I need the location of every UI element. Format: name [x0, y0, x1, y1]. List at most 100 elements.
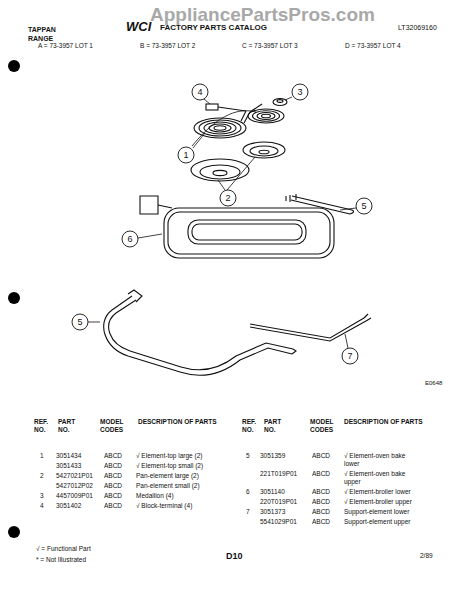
part-description: √ Element-top large (2) [136, 452, 228, 460]
element-terminal [286, 194, 296, 202]
part-description: Medallion (4) [136, 492, 228, 500]
part-number: 3051402 [56, 502, 81, 510]
catalog-logo: WCI [126, 19, 151, 35]
coil-turn [199, 120, 241, 136]
column-header: REF. NO. [34, 418, 56, 434]
model-lot: A = 73-3957 LOT 1 [38, 42, 93, 50]
model-codes: ABCD [312, 508, 330, 516]
coil-turn [262, 114, 271, 118]
part-number: 5541029P01 [260, 518, 297, 526]
element-terminal [292, 349, 296, 354]
element-loop [192, 224, 302, 240]
element-loop [168, 212, 330, 254]
callout-number: 1 [178, 149, 194, 161]
callout-circle [72, 314, 88, 330]
column-header: PART NO. [264, 418, 294, 434]
part-number: 3051434 [56, 452, 81, 460]
support-end [364, 314, 371, 321]
model-codes: ABCD [104, 472, 122, 480]
callout-circle [292, 84, 308, 100]
part-number: 3051433 [56, 462, 81, 470]
coil-turn [253, 111, 280, 121]
part-description: Pan-element large (2) [136, 472, 228, 480]
part-description: √ Element-broiler lower [344, 488, 422, 496]
coil-turn [214, 126, 226, 130]
part-description: √ Element-oven bake upper [344, 470, 422, 486]
element-loop [104, 296, 292, 375]
element-terminal [128, 290, 142, 302]
medallion-center [277, 100, 283, 103]
mounting-plate [140, 196, 158, 214]
element-loop [164, 208, 334, 258]
element-loop [188, 220, 306, 244]
catalog-title: FACTORY PARTS CATALOG [160, 23, 267, 33]
binder-hole [8, 526, 20, 538]
part-number: 5427021P01 [56, 472, 93, 480]
element-broiler [140, 196, 334, 258]
part-description: √ Element-broiler upper [344, 498, 422, 506]
pan-bowl [250, 146, 278, 156]
callout-number: 7 [342, 350, 358, 362]
part-number: 4457009P01 [56, 492, 93, 500]
column-header: MODEL CODES [100, 418, 132, 434]
leader-line [345, 334, 348, 348]
footnote: √ = Functional Part [36, 545, 91, 553]
callout-circle [356, 198, 372, 214]
column-header: DESCRIPTION OF PARTS [344, 418, 424, 426]
model-codes: ABCD [104, 492, 122, 500]
leader-line [227, 157, 255, 190]
part-number: 3051373 [260, 508, 285, 516]
terminal-wire [218, 107, 246, 111]
model-codes: ABCD [312, 452, 330, 460]
support-element [250, 314, 371, 341]
model-codes: ABCD [104, 482, 122, 490]
leader-line [192, 111, 256, 146]
support-rod [250, 318, 366, 341]
model-codes: ABCD [104, 462, 122, 470]
leader-line [88, 322, 100, 323]
element-oven-bake-lower [104, 290, 296, 375]
model-codes: ABCD [312, 498, 330, 506]
revision-date: 2/89 [420, 552, 433, 560]
model-codes: ABCD [312, 518, 330, 526]
medallion [273, 99, 287, 106]
callout-number: 3 [292, 86, 308, 98]
leader-line [218, 180, 225, 190]
part-description: √ Block-terminal (4) [136, 502, 228, 510]
leader-line [285, 97, 292, 100]
element-loop [109, 300, 293, 370]
model-lot: D = 73-3957 LOT 4 [345, 42, 401, 50]
callout-circle [122, 231, 138, 247]
model-codes: ABCD [104, 452, 122, 460]
callout-number: 4 [192, 86, 208, 98]
ref-number: 4 [40, 502, 44, 510]
brand-name: TAPPAN [28, 26, 56, 34]
binder-holes [8, 60, 20, 538]
callout-circle [178, 147, 194, 163]
pan-element-large [191, 159, 249, 181]
footnote: * = Not Illustrated [36, 556, 86, 564]
part-description: √ Element-oven bake lower [344, 452, 422, 468]
part-description: Support-element lower [344, 508, 422, 516]
callout-number: 2 [220, 192, 236, 204]
column-header: MODEL CODES [310, 418, 342, 434]
callout-number: 5 [72, 316, 88, 328]
ref-number: 2 [40, 472, 44, 480]
pan-bowl [200, 165, 240, 179]
figure-code: E0648 [425, 380, 442, 387]
element-lead [158, 205, 172, 208]
ref-number: 7 [246, 508, 250, 516]
element-rod [291, 196, 352, 214]
part-number: 3051140 [260, 488, 285, 496]
leader-line [340, 208, 356, 210]
element-end [350, 210, 354, 214]
part-description: Support-element upper [344, 518, 422, 526]
model-codes: ABCD [104, 502, 122, 510]
block-terminal [206, 104, 218, 110]
pan-rim [243, 142, 285, 158]
catalog-number: LT32069160 [398, 24, 437, 32]
ref-number: 5 [246, 452, 250, 460]
leader-lines [88, 97, 356, 348]
leader-line [204, 99, 210, 104]
column-header: REF. NO. [242, 418, 264, 434]
